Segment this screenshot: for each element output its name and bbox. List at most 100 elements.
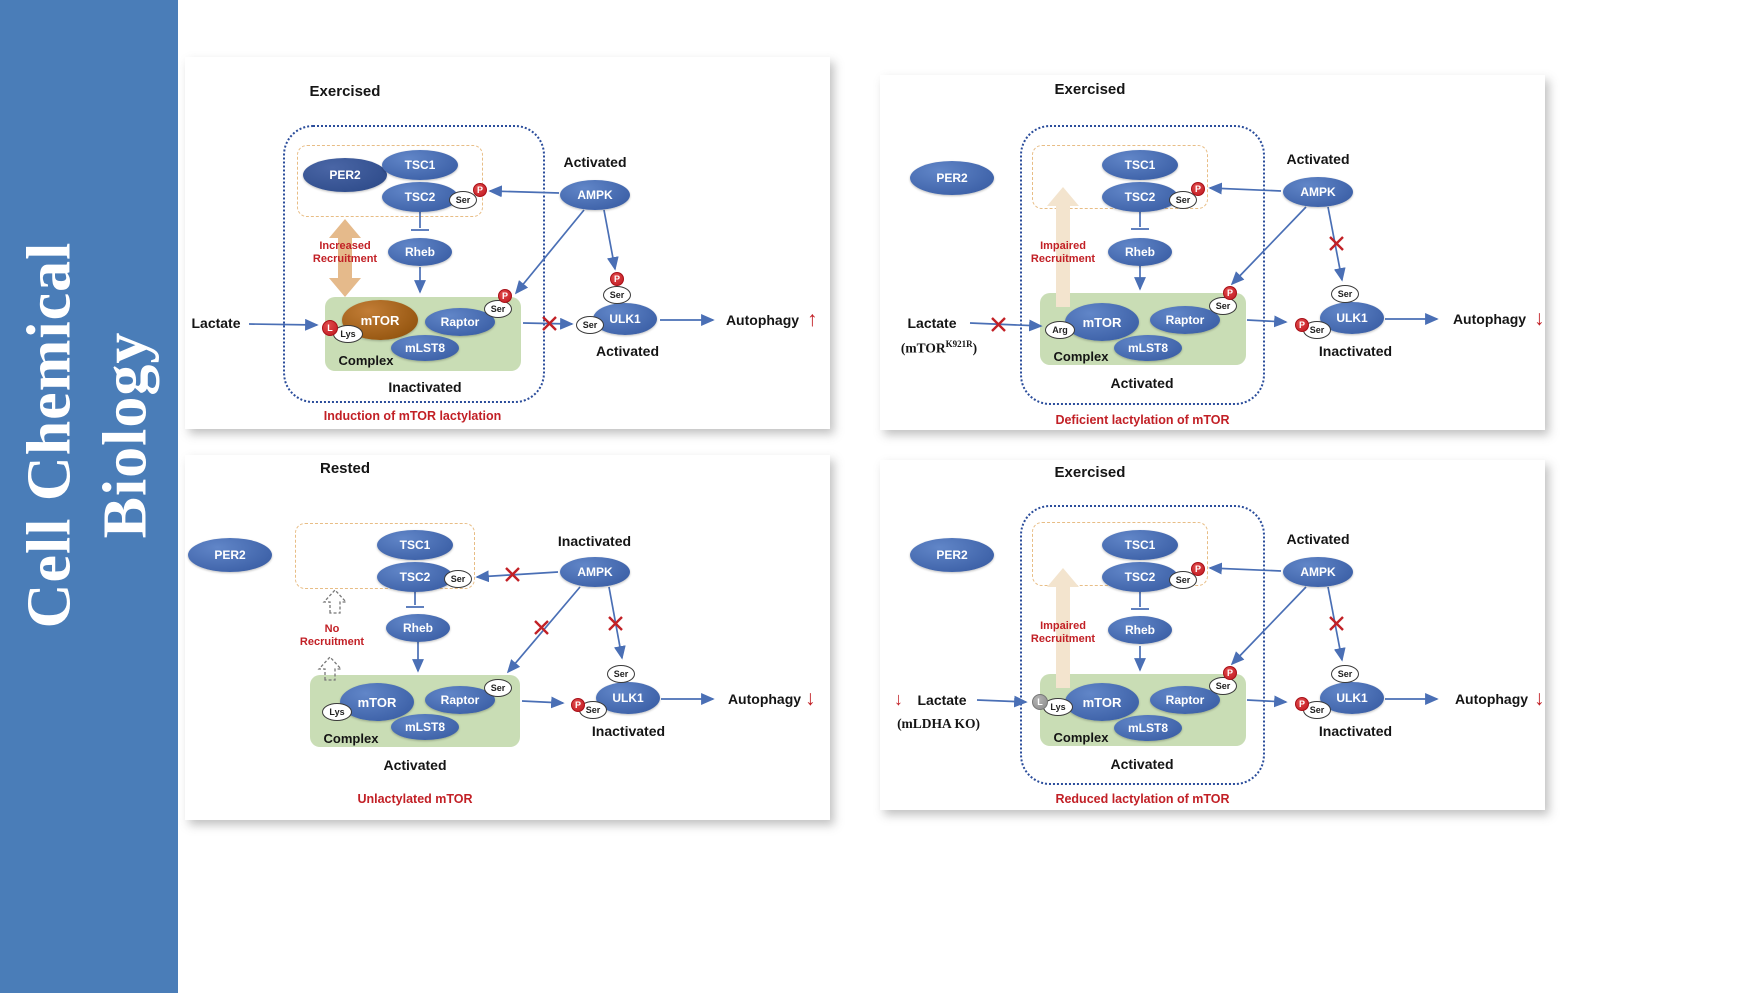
panel-title: Exercised [309, 83, 381, 100]
panel-title: Exercised [1054, 81, 1126, 98]
raptor-phospho-badge: P [1223, 286, 1237, 300]
raptor-node: Raptor [425, 308, 495, 336]
complex-label: Complex [323, 731, 379, 746]
mutant-superscript: K921R [945, 339, 973, 349]
autophagy-label: Autophagy [727, 691, 802, 707]
complex-state-label: Activated [1110, 375, 1174, 391]
panel-title: Exercised [1054, 464, 1126, 481]
tsc2-node: TSC2 [1102, 182, 1178, 212]
tsc1-node: TSC1 [377, 530, 453, 560]
raptor-phospho-badge: P [498, 289, 512, 303]
rheb-node: Rheb [386, 614, 450, 642]
lactate-label: Lactate [917, 692, 967, 708]
complex-label: Complex [1053, 349, 1109, 364]
ampk-node: AMPK [1283, 177, 1353, 207]
mutant-suffix: ) [972, 340, 978, 356]
panel-title: Rested [319, 460, 371, 477]
ampk-state-label: Activated [1286, 151, 1350, 167]
recruitment-note: Impaired Recruitment [1018, 240, 1108, 266]
no-recruitment-dashed-arrows [317, 589, 348, 681]
exercise-boundary-box [283, 125, 545, 403]
pathway-arrows [969, 182, 1439, 332]
panel-caption: Unlactylated mTOR [357, 792, 473, 806]
panel-reduced: Exercised PER2 TSC1 TSC2 Ser P Activated… [880, 460, 1545, 810]
ulk1-state-label: Inactivated [591, 723, 666, 739]
recruitment-arrow [329, 219, 361, 297]
raptor-node: Raptor [425, 686, 495, 714]
tsc2-node: TSC2 [1102, 562, 1178, 592]
lys-site: Lys [322, 703, 352, 721]
panel-induction: Exercised PER2 TSC1 TSC2 Ser P Activated… [185, 57, 830, 429]
ampk-state-label: Activated [1286, 531, 1350, 547]
exercise-boundary-box [1020, 505, 1265, 785]
raptor-ser-site: Ser [484, 679, 512, 697]
mlst8-node: mLST8 [1114, 715, 1182, 741]
recruitment-arrow-faded [1047, 568, 1079, 688]
ulk1-ser-top-site: Ser [607, 665, 635, 683]
recruitment-note: No Recruitment [287, 623, 377, 649]
ampk-node: AMPK [560, 557, 630, 587]
raptor-ser-site: Ser [1209, 677, 1237, 695]
lactate-decrease-arrow: ↓ [894, 689, 903, 709]
ulk1-ser-top-site: Ser [1331, 665, 1359, 683]
journal-title-line1: Cell Chemical [15, 241, 84, 629]
inhibition-x-mark [1329, 616, 1344, 631]
tsc2-node: TSC2 [382, 182, 458, 212]
inhibition-x-mark [505, 567, 623, 635]
tsc2-phospho-badge: P [1191, 562, 1205, 576]
recruitment-note-line1: Increased [319, 240, 371, 252]
connector-arrows [969, 182, 1439, 332]
tsc2-phospho-badge: P [473, 183, 487, 197]
mlst8-node: mLST8 [391, 714, 459, 740]
raptor-node: Raptor [1150, 306, 1220, 334]
lactate-label: Lactate [191, 315, 241, 331]
recruitment-note-line2: Recruitment [1030, 252, 1096, 265]
ulk1-phospho-badge: P [1295, 318, 1309, 332]
mutant-prefix: (mTOR [900, 340, 946, 356]
recruitment-note-line1: Impaired [1040, 240, 1086, 252]
journal-title: Cell Chemical Biology [12, 242, 163, 629]
pathway-arrows [976, 562, 1439, 708]
autophagy-label: Autophagy [1452, 311, 1527, 327]
ulk1-state-label: Activated [595, 343, 660, 359]
tsc2-ser-site: Ser [1169, 191, 1197, 209]
inhibition-x-mark [991, 236, 1344, 332]
autophagy-down-arrow: ↓ [1534, 687, 1545, 710]
panel-deficient: Exercised PER2 TSC1 TSC2 Ser P Activated… [880, 75, 1545, 430]
autophagy-label: Autophagy [1454, 691, 1529, 707]
autophagy-down-arrow: ↓ [1534, 307, 1545, 330]
per2-recruitment-box [295, 523, 475, 589]
journal-sidebar: Cell Chemical Biology [0, 0, 178, 993]
ulk1-ser-top-site: Ser [1331, 285, 1359, 303]
rheb-node: Rheb [388, 238, 452, 266]
rheb-node: Rheb [1108, 238, 1172, 266]
pathway-arrows [248, 185, 715, 331]
tsc2-phospho-badge: P [1191, 182, 1205, 196]
recruitment-note-line2: Recruitment [1030, 632, 1096, 645]
inhibition-x-mark [542, 316, 557, 331]
ampk-node: AMPK [560, 180, 630, 210]
rheb-node: Rheb [1108, 616, 1172, 644]
mtor-mutant-label: (mTORK921R) [880, 339, 998, 357]
raptor-node: Raptor [1150, 686, 1220, 714]
per2-recruitment-box [297, 145, 483, 217]
ulk1-phospho-badge: P [571, 698, 585, 712]
mlst8-node: mLST8 [1114, 335, 1182, 361]
tsc2-ser-site: Ser [1169, 571, 1197, 589]
recruitment-note-line2: Recruitment [312, 252, 378, 265]
recruitment-note-line2: Recruitment [299, 635, 365, 648]
mtor-node: mTOR [340, 683, 414, 721]
panel-caption: Reduced lactylation of mTOR [1055, 792, 1230, 806]
tsc1-node: TSC1 [1102, 530, 1178, 560]
tsc1-node: TSC1 [1102, 150, 1178, 180]
complex-label: Complex [1053, 730, 1109, 745]
autophagy-up-arrow: ↑ [807, 308, 818, 331]
recruitment-note-line1: Impaired [1040, 620, 1086, 632]
raptor-phospho-badge: P [1223, 666, 1237, 680]
ampk-state-label: Activated [563, 154, 627, 170]
ampk-node: AMPK [1283, 557, 1353, 587]
mtor-node: mTOR [1065, 683, 1139, 721]
panel-caption: Induction of mTOR lactylation [323, 409, 502, 423]
panel-caption: Deficient lactylation of mTOR [1055, 413, 1230, 427]
